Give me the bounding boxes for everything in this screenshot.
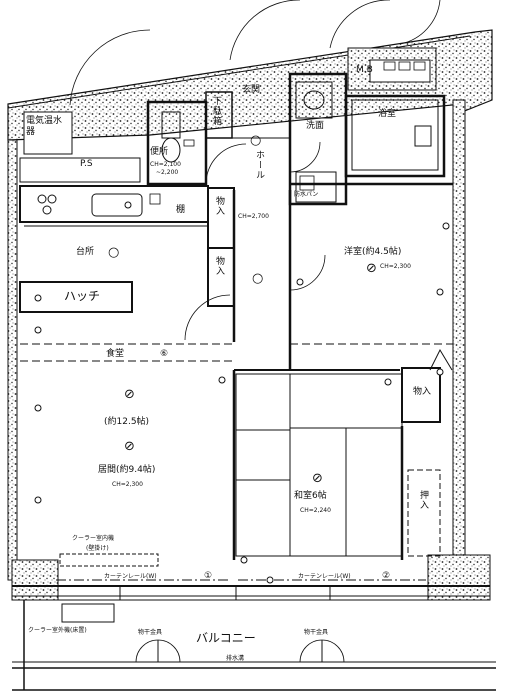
shokudo-label: 食堂	[106, 349, 125, 359]
pillar-bottom-left	[11, 559, 59, 601]
circle1-label: ①	[204, 571, 213, 581]
curtain-label-2: カーテンレール(W)	[298, 573, 351, 580]
monohoshi-label-1: 物干金具	[138, 629, 163, 636]
yoshitsu-label: 洋室(約4.5帖)	[344, 247, 402, 257]
washitsu-ch-label: CH=2,240	[300, 507, 331, 514]
hatsuikan-label: 排水溝	[226, 655, 245, 662]
cooler-in-label-2: (壁掛け)	[86, 545, 109, 552]
dining-ceiling-light-icon: ⊘	[124, 387, 135, 402]
senmen-label: 洗面	[306, 121, 325, 131]
benjo-ch-2: ~2,200	[156, 169, 179, 176]
yoshitsu-ceiling-light-icon: ⊘	[366, 261, 377, 276]
washitsu-ceiling-light-icon: ⊘	[312, 471, 323, 486]
mb-label: M.B	[356, 65, 373, 75]
monoire-label-2: 物入	[214, 256, 224, 276]
circle6-label: ⑥	[160, 349, 169, 359]
kitchen-light-icon: ○	[108, 245, 120, 260]
curtain-label-1: カーテンレール(W)	[104, 573, 157, 580]
hall-light-icon: ○	[252, 271, 264, 286]
ldk-size-label: (約12.5帖)	[104, 417, 150, 427]
living-ceiling-light-icon: ⊘	[124, 439, 135, 454]
left-wall	[7, 139, 18, 581]
circle2-label: ②	[382, 571, 391, 581]
pillar-bottom-right	[427, 554, 491, 601]
genkan-label: 玄関	[242, 85, 261, 95]
daidokoro-label: 台所	[76, 247, 95, 257]
hall-label: ホール	[254, 150, 264, 180]
bousui-pan-label: 防水パン	[294, 191, 319, 198]
getabako-label: 下駄箱	[211, 96, 221, 126]
washitsu-label: 和室6帖	[294, 491, 327, 501]
monoire-label-3: 物入	[413, 387, 432, 397]
cooler-out-label: クーラー室外機(床置)	[28, 627, 87, 634]
hatch-label: ハッチ	[64, 289, 101, 303]
genkan-light-icon: ○	[250, 133, 262, 148]
monoire-label-1: 物入	[214, 196, 224, 216]
denki-label: 電気温水器	[26, 116, 63, 137]
benjo-label: 便所	[150, 147, 169, 157]
hall-ch-label: CH=2,700	[238, 213, 269, 220]
benjo-ch-1: CH=2,100	[150, 161, 181, 168]
right-wall	[452, 99, 466, 566]
ima-ch-label: CH=2,300	[112, 481, 143, 488]
monohoshi-label-2: 物干金具	[304, 629, 329, 636]
oshiire-label: 押入	[418, 490, 428, 510]
cooler-in-label: クーラー室内機	[72, 535, 115, 542]
ps-label: P.S	[80, 159, 93, 169]
yoshitsu-ch-label: CH=2,300	[380, 263, 411, 270]
ima-label: 居間(約9.4帖)	[98, 465, 156, 475]
tatami-room	[235, 373, 403, 557]
tana-label: 棚	[176, 205, 186, 215]
balcony-label: バルコニー	[196, 631, 256, 645]
yokushitsu-label: 浴室	[378, 109, 397, 119]
